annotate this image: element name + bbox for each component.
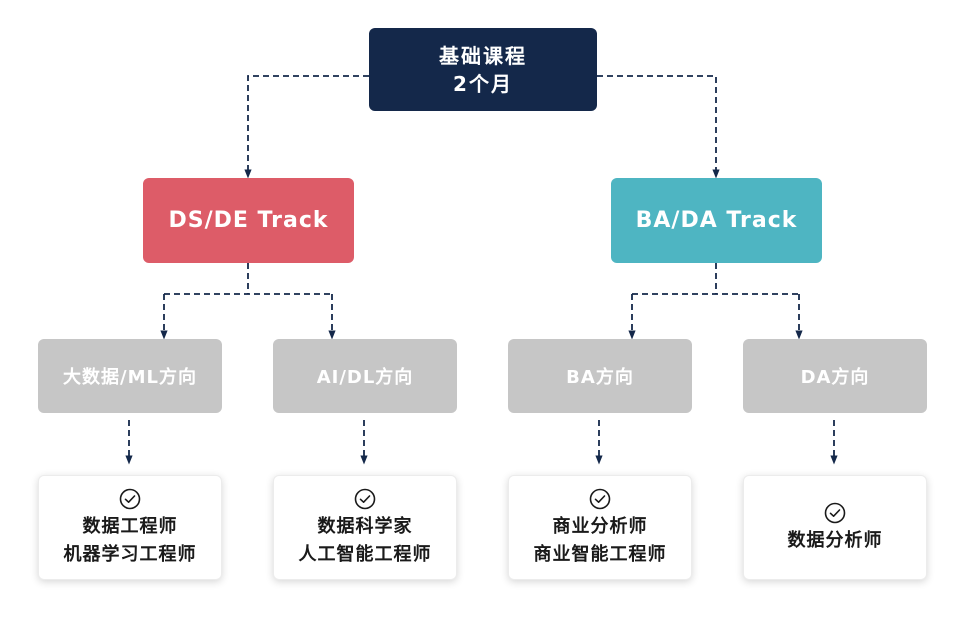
root-title: 基础课程 (439, 43, 527, 68)
check-circle-icon (119, 488, 141, 509)
role-card-data-engineer: 数据工程师 机器学习工程师 (38, 475, 222, 580)
direction-node-da: DA方向 (743, 339, 927, 413)
direction-label: AI/DL方向 (316, 367, 414, 388)
role-title: 数据工程师 (82, 515, 178, 537)
root-node-foundation-course: 基础课程 2个月 (369, 28, 597, 111)
connector-root-ds (244, 75, 369, 179)
check-circle-icon (354, 488, 376, 509)
track-label: BA/DA Track (635, 208, 798, 233)
direction-label: BA方向 (566, 367, 634, 388)
role-card-data-analyst: 数据分析师 (743, 475, 927, 580)
role-title-secondary: 商业智能工程师 (533, 543, 667, 565)
role-title-secondary: 机器学习工程师 (63, 543, 197, 565)
track-label: DS/DE Track (168, 208, 329, 233)
direction-label: 大数据/ML方向 (63, 367, 197, 388)
role-card-data-scientist: 数据科学家 人工智能工程师 (273, 475, 457, 580)
role-title-secondary: 人工智能工程师 (298, 543, 432, 565)
role-title: 商业分析师 (552, 515, 648, 537)
role-card-business-analyst: 商业分析师 商业智能工程师 (508, 475, 692, 580)
check-circle-icon (589, 488, 611, 509)
direction-label: DA方向 (800, 367, 870, 388)
root-duration: 2个月 (453, 71, 513, 96)
role-title: 数据科学家 (317, 515, 413, 537)
check-circle-icon (824, 502, 846, 523)
direction-node-bigdata-ml: 大数据/ML方向 (38, 339, 222, 413)
track-node-ba-da: BA/DA Track (611, 178, 822, 263)
role-title: 数据分析师 (787, 529, 883, 551)
direction-node-ai-dl: AI/DL方向 (273, 339, 457, 413)
connector-root-ba (597, 75, 720, 179)
track-node-ds-de: DS/DE Track (143, 178, 354, 263)
direction-node-ba: BA方向 (508, 339, 692, 413)
